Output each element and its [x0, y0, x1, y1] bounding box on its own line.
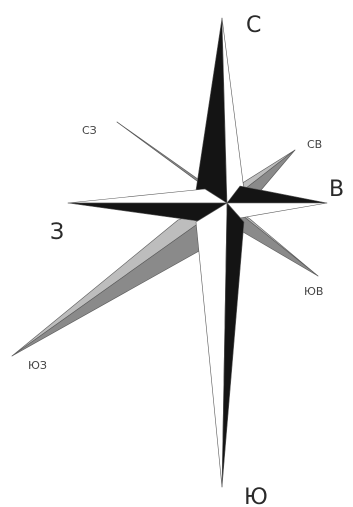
label-southeast: ЮВ	[304, 285, 323, 298]
ray-south-light	[196, 203, 227, 487]
label-north: С	[246, 13, 261, 38]
label-east: В	[329, 177, 344, 202]
label-northwest: СЗ	[82, 124, 97, 137]
label-west: З	[50, 220, 64, 245]
ray-east-light	[227, 203, 327, 218]
ray-west-light	[68, 189, 227, 203]
label-southwest: ЮЗ	[28, 359, 47, 372]
label-northeast: СВ	[307, 138, 322, 151]
ray-southwest-dark	[12, 203, 227, 356]
ray-east-dark	[227, 186, 327, 203]
label-south: Ю	[244, 485, 268, 507]
ray-north-dark	[196, 18, 227, 203]
